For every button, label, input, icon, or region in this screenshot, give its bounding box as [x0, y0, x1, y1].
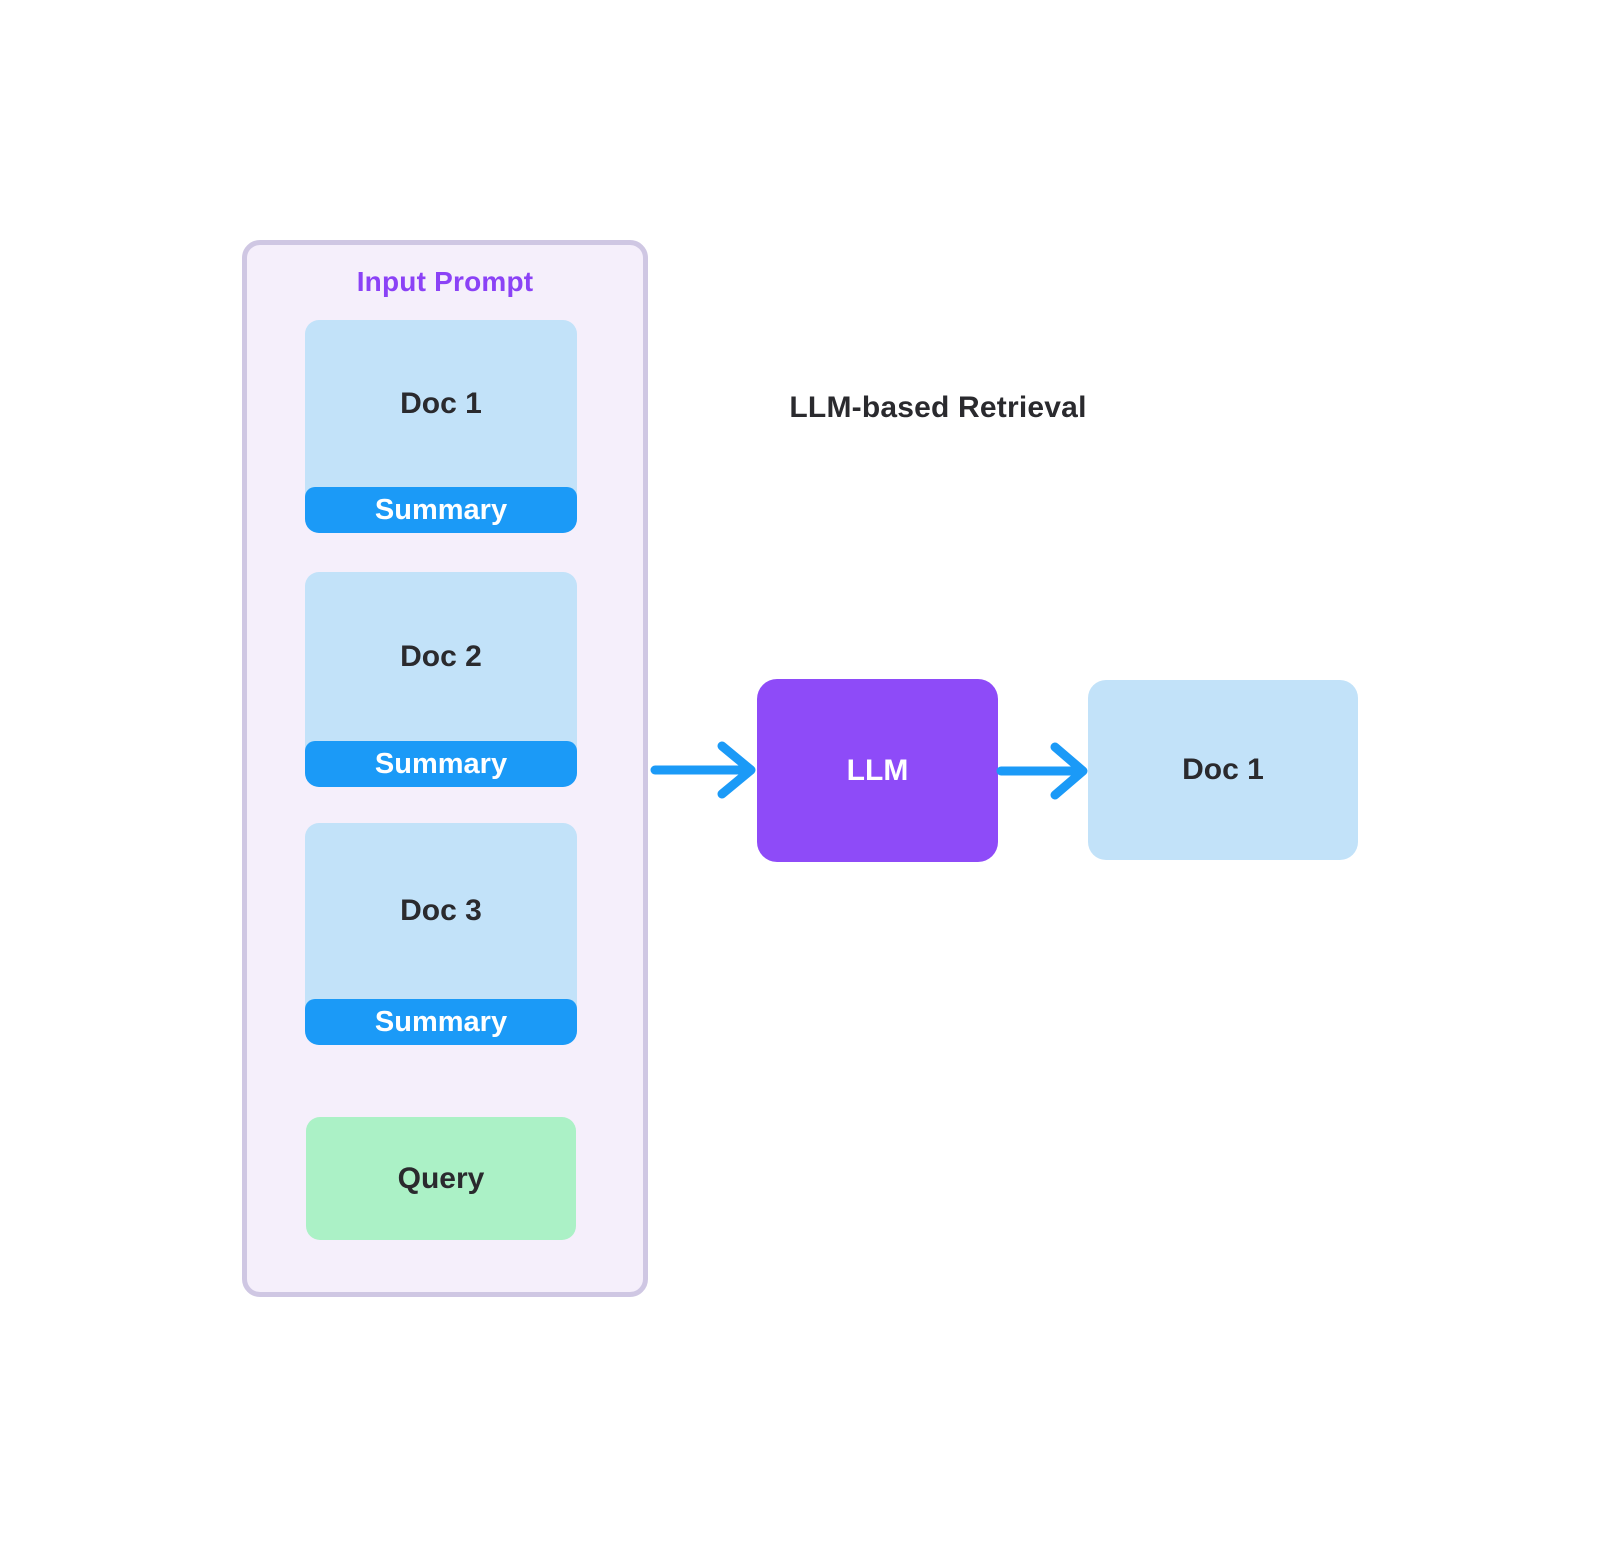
retrieved-doc-box: Doc 1 — [1088, 680, 1358, 860]
doc-card-3: Doc 3 Summary — [305, 823, 577, 1045]
doc-card-2-label: Doc 2 — [400, 639, 482, 673]
doc-card-1-label: Doc 1 — [400, 386, 482, 420]
doc-card-2-summary-bar: Summary — [305, 741, 577, 787]
llm-box: LLM — [757, 679, 998, 862]
query-box: Query — [306, 1117, 576, 1240]
arrow-right-icon — [650, 741, 756, 799]
input-prompt-label: Input Prompt — [356, 266, 534, 297]
doc-card-3-label: Doc 3 — [400, 894, 482, 927]
input-prompt-container: Input Prompt Doc 1 Summary Doc 2 Summary… — [242, 240, 648, 1297]
doc-card-1: Doc 1 Summary — [305, 320, 577, 533]
doc-card-2: Doc 2 Summary — [305, 572, 577, 787]
arrow-right-icon — [996, 742, 1088, 800]
diagram-title: LLM-based Retrieval — [789, 391, 1087, 424]
doc-card-1-summary-bar: Summary — [305, 487, 577, 533]
doc-card-3-summary-bar: Summary — [305, 999, 577, 1045]
